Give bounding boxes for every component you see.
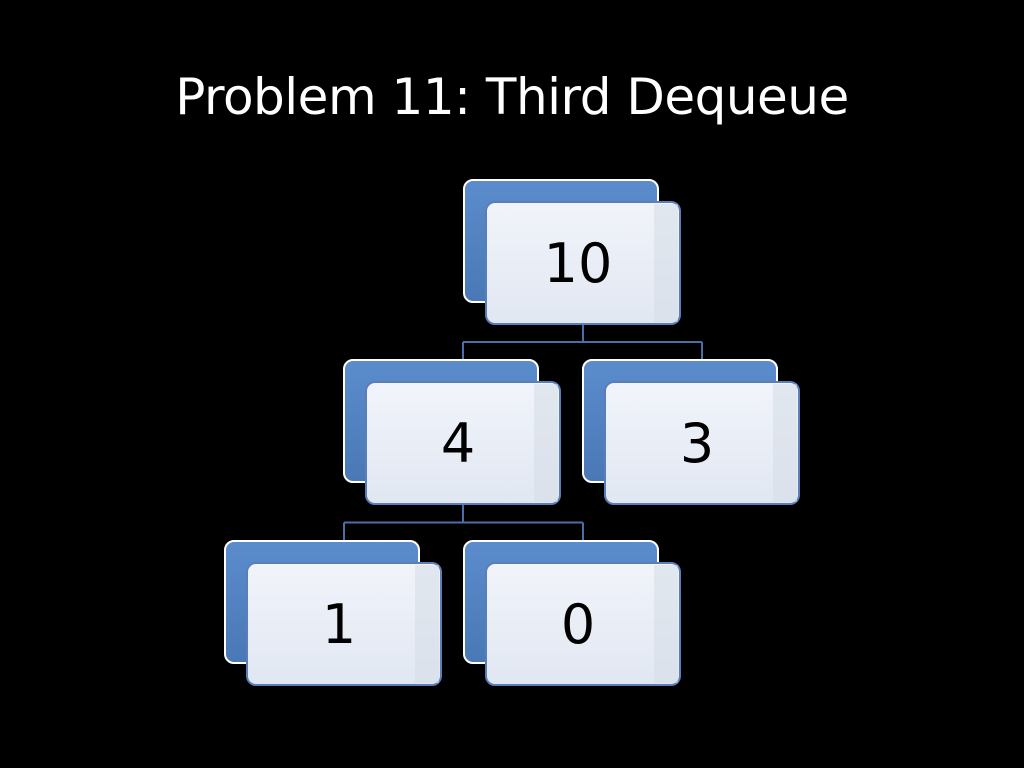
node-front-card (246, 562, 442, 686)
tree-node-label: 10 (544, 232, 613, 295)
tree-node-right: 3 (582, 359, 800, 505)
tree-node-label: 1 (322, 593, 356, 656)
tree-node-label: 0 (561, 593, 595, 656)
node-shade (654, 565, 678, 683)
node-front-card (485, 562, 681, 686)
tree-node-left: 4 (343, 359, 561, 505)
node-front-card (485, 201, 681, 325)
tree-node-left-right: 0 (463, 540, 681, 686)
tree-node-root: 10 (463, 179, 681, 325)
tree-node-label: 3 (680, 412, 714, 475)
node-shade (773, 384, 797, 502)
node-shade (654, 204, 678, 322)
node-shade (534, 384, 558, 502)
node-shade (415, 565, 439, 683)
tree-node-label: 4 (441, 412, 475, 475)
node-front-card (604, 381, 800, 505)
slide-title: Problem 11: Third Dequeue (175, 68, 849, 126)
node-front-card (365, 381, 561, 505)
tree-node-left-left: 1 (224, 540, 442, 686)
